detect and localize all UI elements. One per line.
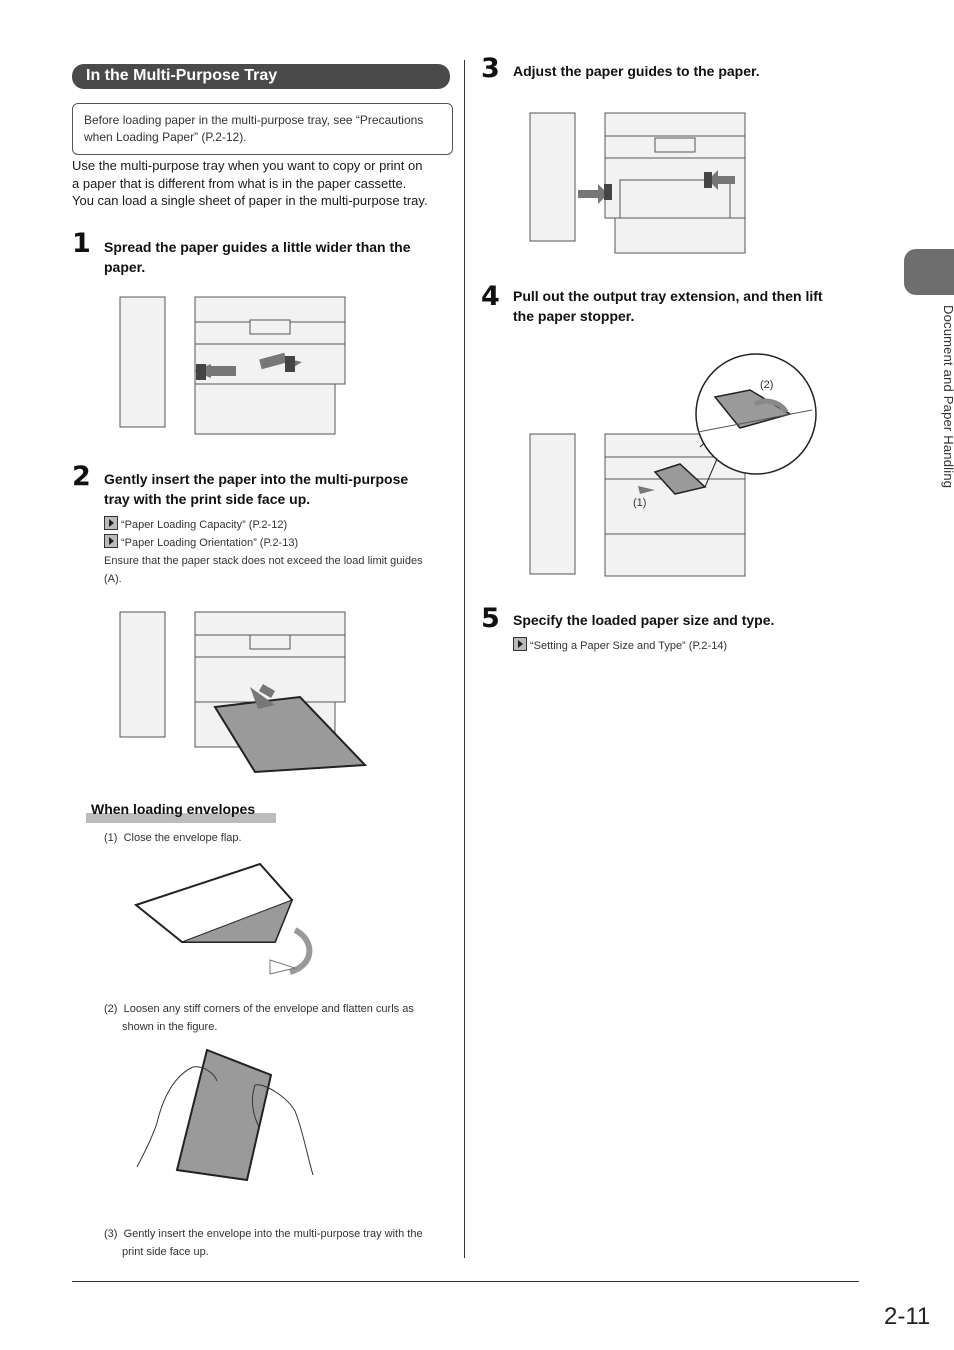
reference-arrow-icon — [104, 516, 118, 530]
step-1-text: Spread the paper guides a little wider t… — [104, 239, 411, 275]
chapter-label: Document and Paper Handling — [941, 305, 954, 489]
step-4-number: 4 — [481, 281, 500, 312]
step-5-text: Specify the loaded paper size and type. — [513, 612, 775, 628]
printer-illustration-step4 — [529, 353, 817, 577]
step-5-number: 5 — [481, 603, 500, 634]
precaution-note: Before loading paper in the multi-purpos… — [72, 103, 453, 155]
page-number: 2-11 — [884, 1303, 931, 1330]
reference-link[interactable]: “Paper Loading Orientation” (P.2-13) — [104, 534, 449, 552]
step-4-text: Pull out the output tray extension, and … — [513, 288, 823, 324]
reference-arrow-icon — [104, 534, 118, 548]
printer-illustration-step1 — [119, 296, 346, 435]
envelope-item: (1) Close the envelope flap. — [104, 832, 242, 844]
reference-arrow-icon — [513, 637, 527, 651]
step-1-number: 1 — [72, 228, 91, 259]
step-2-number: 2 — [72, 461, 91, 492]
callout-1: (1) — [633, 497, 647, 509]
step-5-reference[interactable]: “Setting a Paper Size and Type” (P.2-14) — [513, 637, 853, 655]
column-divider — [464, 60, 465, 1258]
section-title: In the Multi-Purpose Tray — [86, 67, 278, 84]
reference-link[interactable]: “Paper Loading Capacity” (P.2-12) — [104, 516, 449, 534]
step-2-text: Gently insert the paper into the multi-p… — [104, 471, 409, 507]
step-3-text: Adjust the paper guides to the paper. — [513, 63, 760, 79]
step-2-notes: “Paper Loading Capacity” (P.2-12) “Paper… — [104, 516, 449, 588]
envelope-flap-illustration — [133, 862, 313, 975]
chapter-tab — [904, 249, 954, 295]
flatten-envelope-illustration — [136, 1048, 314, 1182]
step-3-number: 3 — [481, 53, 500, 84]
section-title-bar: In the Multi-Purpose Tray — [72, 64, 450, 89]
envelope-item: (2) Loosen any stiff corners of the enve… — [104, 1003, 414, 1033]
footer-rule — [72, 1281, 859, 1282]
intro-text: Use the multi-purpose tray when you want… — [72, 158, 428, 208]
printer-illustration-step2 — [119, 611, 368, 774]
printer-illustration-step3 — [529, 112, 746, 254]
envelope-heading: When loading envelopes — [86, 801, 276, 823]
callout-2: (2) — [760, 379, 774, 391]
envelope-item: (3) Gently insert the envelope into the … — [104, 1228, 423, 1258]
